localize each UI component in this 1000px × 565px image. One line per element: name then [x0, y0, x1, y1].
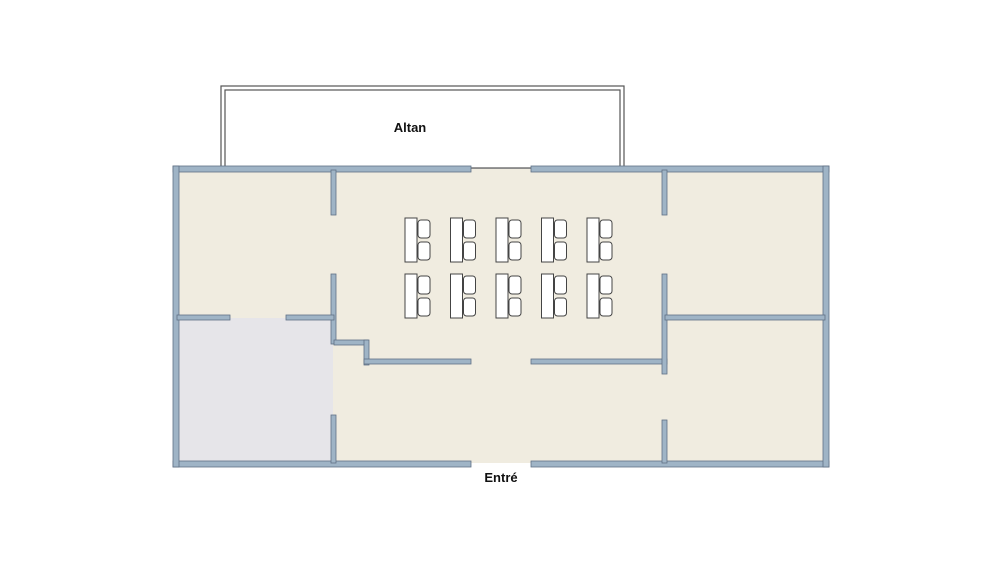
desk-group	[541, 273, 567, 319]
wall-storage-top-left	[176, 314, 231, 321]
chair	[463, 219, 476, 239]
desk	[495, 217, 509, 263]
wall-exterior-top-left	[172, 165, 472, 173]
wall-right-rooms-divider	[664, 314, 826, 321]
chair	[599, 297, 613, 317]
wall-jog-vertical	[363, 339, 370, 366]
chair	[463, 275, 476, 295]
chair	[463, 297, 476, 317]
desk-group	[404, 273, 431, 319]
wall-exterior-top-right	[530, 165, 830, 173]
wall-jog-horizontal	[333, 339, 369, 346]
desk	[450, 217, 463, 263]
chair	[508, 241, 522, 261]
chair	[599, 241, 613, 261]
wall-classroom-bottom-right	[530, 358, 668, 365]
chair	[508, 275, 522, 295]
wall-classroom-bottom-left	[363, 358, 472, 365]
wall-right-vertical-1	[661, 169, 668, 216]
wall-left-vertical-1	[330, 169, 337, 216]
chair	[554, 241, 567, 261]
desk	[541, 217, 554, 263]
walls	[172, 165, 830, 468]
chair	[599, 275, 613, 295]
chair	[417, 275, 431, 295]
chair	[417, 219, 431, 239]
desk	[541, 273, 554, 319]
wall-right-vertical-2	[661, 273, 668, 375]
chair	[417, 297, 431, 317]
desk	[450, 273, 463, 319]
chair	[508, 219, 522, 239]
desk-group	[450, 273, 476, 319]
desk-group	[495, 273, 522, 319]
desk-group	[586, 273, 613, 319]
chair	[508, 297, 522, 317]
desk-group	[541, 217, 567, 263]
floor-storage-room	[178, 318, 333, 461]
entrance-label: Entré	[484, 470, 517, 485]
desk-group	[404, 217, 431, 263]
desk	[404, 273, 418, 319]
desk	[404, 217, 418, 263]
desk	[586, 217, 600, 263]
chair	[554, 219, 567, 239]
wall-left-vertical-3	[330, 414, 337, 464]
wall-right-vertical-3	[661, 419, 668, 464]
chair	[417, 241, 431, 261]
wall-storage-top-right	[285, 314, 335, 321]
desk-group	[586, 217, 613, 263]
desk-group	[495, 217, 522, 263]
balcony: Altan	[220, 85, 625, 169]
balcony-inner	[224, 89, 621, 169]
chair	[599, 219, 613, 239]
desk	[586, 273, 600, 319]
chair	[463, 241, 476, 261]
desk-group	[450, 217, 476, 263]
chair	[554, 297, 567, 317]
wall-left-vertical-2	[330, 273, 337, 345]
wall-exterior-bottom-left	[172, 460, 472, 468]
desk-groups	[404, 217, 613, 319]
balcony-label: Altan	[394, 120, 427, 135]
chair	[554, 275, 567, 295]
desk	[495, 273, 509, 319]
wall-exterior-bottom-right	[530, 460, 830, 468]
